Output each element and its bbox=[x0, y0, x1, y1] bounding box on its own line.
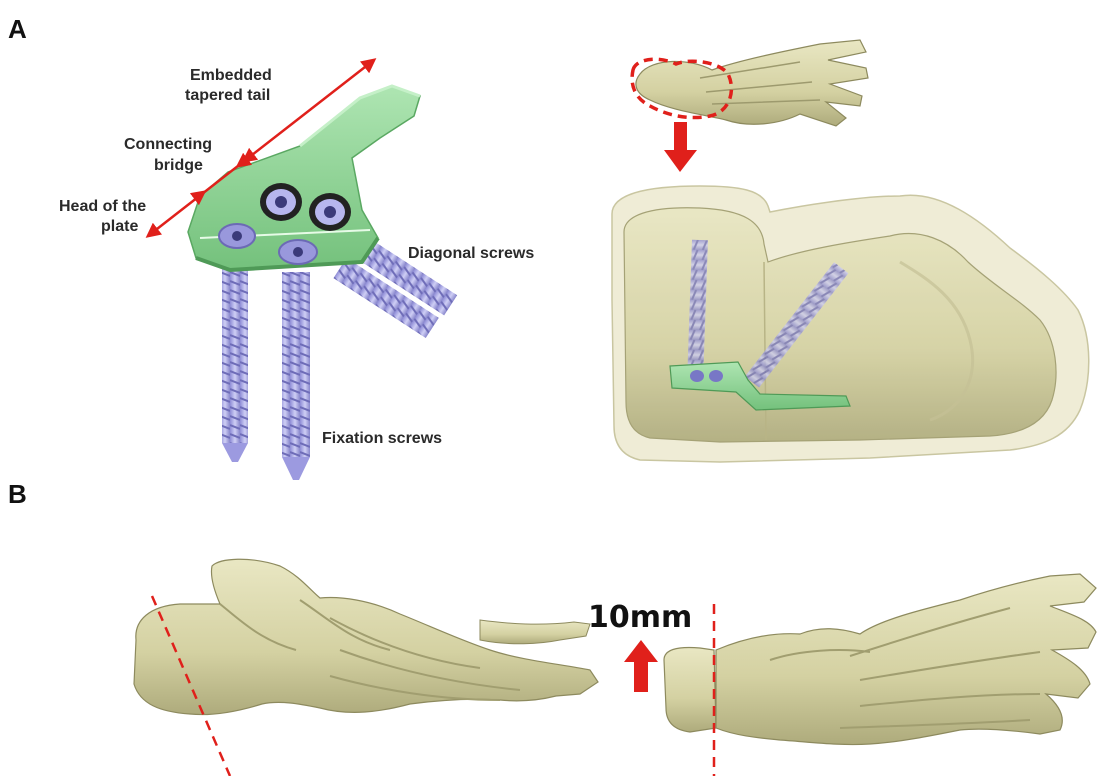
label-head-line1: Head of the bbox=[59, 198, 146, 215]
fixation-screw-head bbox=[279, 240, 317, 264]
calcaneus-model bbox=[612, 186, 1089, 462]
locking-screw-head bbox=[309, 193, 351, 231]
label-tail-line2: tapered tail bbox=[185, 87, 270, 104]
locking-screw-head bbox=[260, 183, 302, 221]
shift-distance-label: 10mm bbox=[588, 600, 692, 635]
label-head-line2: plate bbox=[101, 218, 138, 235]
label-fixation-screws: Fixation screws bbox=[322, 430, 442, 447]
foot-skeleton-after bbox=[664, 574, 1096, 776]
foot-skeleton-before bbox=[134, 559, 598, 776]
panel-letter-a: A bbox=[8, 14, 27, 44]
plate-assembly bbox=[188, 86, 457, 480]
shift-arrow bbox=[624, 640, 658, 692]
foot-skeleton-top-small bbox=[632, 40, 868, 126]
panel-letter-b: B bbox=[8, 479, 27, 509]
fixation-screw-right bbox=[282, 272, 310, 480]
label-tail-line1: Embedded bbox=[190, 67, 272, 84]
label-bridge-line2: bridge bbox=[154, 157, 203, 174]
label-diagonal-screws: Diagonal screws bbox=[408, 245, 534, 262]
label-bridge-line1: Connecting bbox=[124, 136, 212, 153]
down-arrow bbox=[664, 122, 697, 172]
fixation-screw-head bbox=[219, 224, 255, 248]
fixation-screw-left bbox=[222, 268, 248, 462]
